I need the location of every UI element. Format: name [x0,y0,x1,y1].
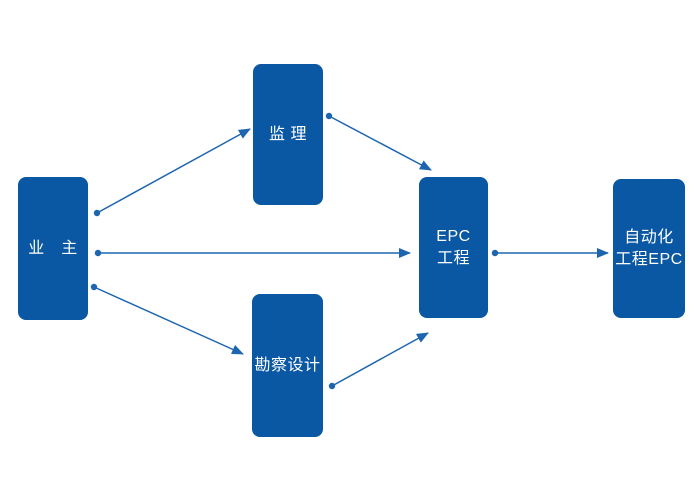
connector-owner-to-supervision [93,128,251,217]
node-owner: 业 主 [18,177,88,320]
connector-owner-to-survey-design [90,283,244,355]
node-survey-design-label: 勘察设计 [254,356,321,374]
connector-survey-design-to-epc [328,332,429,390]
node-survey-design: 勘察设计 [252,294,323,437]
node-owner-label: 业 主 [28,239,78,257]
node-automation-epc: 自动化 工程EPC [613,179,685,318]
connector-supervision-to-epc [325,112,432,171]
node-supervision: 监 理 [253,64,323,205]
node-automation-epc-label-line1: 自动化 [624,228,674,246]
node-epc-project-label-line1: EPC [436,227,471,245]
node-supervision-label: 监 理 [269,125,307,143]
node-epc-project-label-line2: 工程 [436,249,470,267]
node-epc-project: EPC 工程 [419,177,488,318]
node-automation-epc-label-line2: 工程EPC [615,250,683,268]
